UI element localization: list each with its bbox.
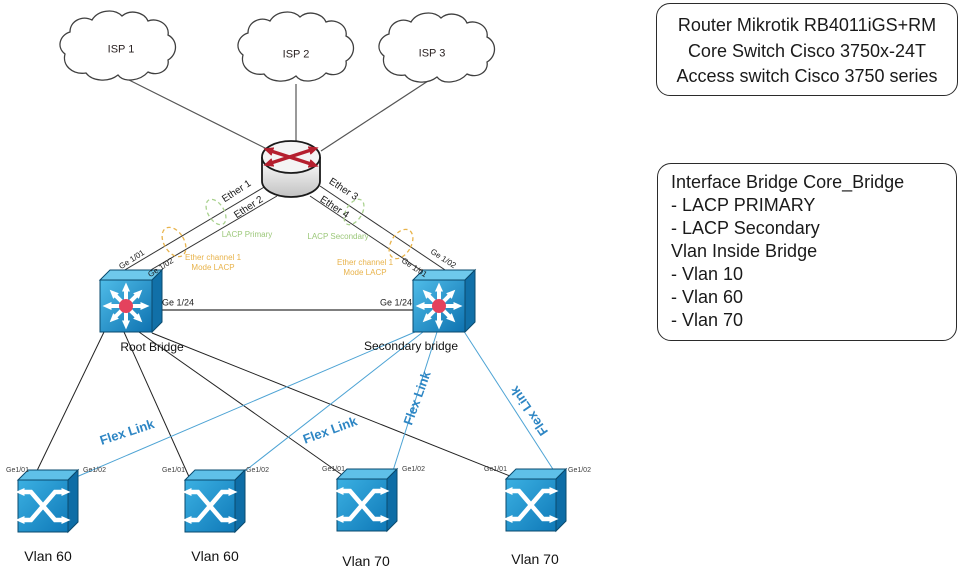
flexlink-sw4 (464, 332, 559, 478)
link-root-sw1 (32, 331, 105, 480)
flexlink-sw2 (235, 331, 424, 479)
sw1-ge101-label: Ge1/01 (6, 467, 29, 474)
equipment-info-box: Router Mikrotik RB4011iGS+RM Core Switch… (656, 3, 958, 96)
sw4-vlan-label: Vlan 70 (511, 551, 559, 567)
sw4-ge101-label: Ge1/01 (484, 466, 507, 473)
link-ether4 (309, 195, 438, 282)
etherchannel-left-ellipse (161, 226, 187, 258)
etherchannel-right-mode-label: Mode LACP (343, 268, 387, 277)
bridge-line-7: - Vlan 70 (671, 310, 744, 331)
bridge-info-box: Interface Bridge Core_Bridge - LACP PRIM… (657, 163, 957, 341)
trunk-ge124-right-label: Ge 1/24 (379, 297, 413, 308)
etherchannel-links (107, 185, 461, 282)
lacp-secondary-label: LACP Secondary (307, 232, 369, 241)
sw1-vlan-label: Vlan 60 (24, 548, 72, 564)
etherchannel-left-label: Ether channel 1 (184, 253, 242, 262)
root-bridge-label: Root Bridge (120, 340, 184, 354)
access-switch-1 (18, 470, 78, 532)
bridge-line-6: - Vlan 60 (671, 287, 744, 308)
link-root-sw4 (151, 332, 516, 479)
sw2-ge102-label: Ge1/02 (246, 467, 269, 474)
bridge-line-2: - LACP PRIMARY (671, 195, 816, 216)
cloud-isp2 (237, 11, 355, 82)
sw3-ge101-label: Ge1/01 (322, 466, 345, 473)
isp-links (126, 78, 429, 152)
secondary-bridge-label: Secondary bridge (363, 339, 459, 353)
isp1-label: ISP 1 (107, 43, 135, 56)
access-switch-2 (185, 470, 245, 532)
bridge-line-4: Vlan Inside Bridge (671, 241, 818, 262)
link-ether3 (319, 185, 461, 281)
link-ether2 (131, 195, 278, 282)
lacp-secondary-ellipse (343, 198, 365, 226)
core-switch-root (100, 270, 162, 332)
equipment-line-1: Router Mikrotik RB4011iGS+RM (677, 15, 937, 35)
isp3-label: ISP 3 (418, 47, 446, 60)
trunk-ge124-left-label: Ge 1/24 (161, 297, 195, 308)
sw3-ge102-label: Ge1/02 (402, 466, 425, 473)
bridge-line-1: Interface Bridge Core_Bridge (671, 172, 905, 192)
link-root-sw2 (123, 331, 191, 480)
sw1-ge102-label: Ge1/02 (83, 467, 106, 474)
access-switch-4 (506, 469, 566, 531)
equipment-line-3: Access switch Cisco 3750 series (676, 66, 938, 87)
etherchannel-left-mode-label: Mode LACP (191, 263, 235, 272)
bridge-line-5: - Vlan 10 (671, 264, 744, 285)
flex-links (73, 331, 559, 479)
isp2-label: ISP 2 (282, 48, 310, 61)
lacp-primary-label: LACP Primary (221, 230, 273, 239)
sw2-vlan-label: Vlan 60 (191, 548, 239, 564)
etherchannel-right-label: Ether channel 1 (336, 258, 394, 267)
router-icon (261, 140, 321, 198)
sw2-ge101-label: Ge1/01 (162, 467, 185, 474)
link-isp1-router (126, 78, 272, 152)
bridge-line-3: - LACP Secondary (671, 218, 820, 239)
flexlink-sw3 (390, 331, 438, 478)
root-uplinks (32, 331, 516, 480)
lacp-primary-ellipse (205, 198, 227, 226)
access-switch-3 (337, 469, 397, 531)
link-ether1 (107, 185, 267, 281)
equipment-line-2: Core Switch Cisco 3750x-24T (687, 40, 927, 61)
link-root-sw3 (138, 331, 346, 478)
link-isp3-router (320, 80, 429, 152)
sw3-vlan-label: Vlan 70 (342, 553, 390, 569)
sw4-ge102-label: Ge1/02 (568, 467, 591, 474)
core-switch-secondary (413, 270, 475, 332)
flexlink-sw1 (73, 331, 416, 479)
